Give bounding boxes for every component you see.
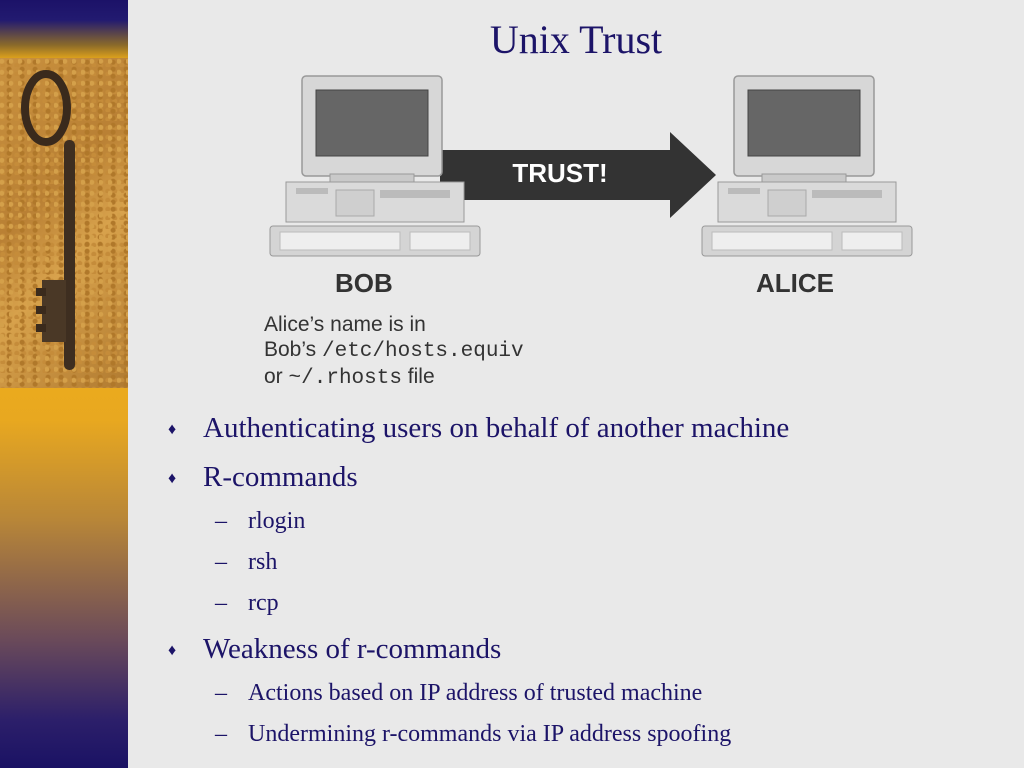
dash-bullet-icon: –: [215, 680, 227, 706]
key-icon: [21, 70, 75, 370]
slide-title: Unix Trust: [489, 17, 663, 62]
bullet-text: Weakness of r-commands: [203, 633, 502, 665]
note-line-3: or ~/.rhosts file: [264, 364, 524, 391]
dash-bullet-icon: –: [215, 508, 227, 534]
rhosts-path: ~/.rhosts: [288, 367, 402, 390]
dash-bullet-icon: –: [215, 590, 227, 616]
sub-bullet-text: rsh: [248, 549, 278, 575]
note-line-3-or: or: [264, 365, 283, 388]
note-line-2-text: Bob’s: [264, 338, 317, 361]
hosts-equiv-path: /etc/hosts.equiv: [322, 340, 524, 363]
bullet-text: R-commands: [203, 461, 358, 493]
sub-bullet-text: rcp: [248, 590, 279, 616]
alice-computer-icon: [701, 75, 913, 257]
diamond-bullet-icon: ♦: [168, 642, 177, 659]
bob-computer-icon: [269, 75, 481, 257]
bob-label: BOB: [335, 268, 393, 298]
arrow-label: TRUST!: [512, 158, 607, 188]
note-line-2: Bob’s /etc/hosts.equiv: [264, 337, 524, 364]
dash-bullet-icon: –: [215, 721, 227, 747]
alice-label: ALICE: [756, 268, 834, 298]
sub-bullet-text: rlogin: [248, 508, 306, 534]
diamond-bullet-icon: ♦: [168, 421, 177, 438]
key-photo: [0, 58, 128, 388]
trust-arrow: TRUST!: [440, 132, 716, 218]
note-line-1: Alice’s name is in: [264, 313, 426, 336]
diamond-bullet-icon: ♦: [168, 470, 177, 487]
note-line-3-file: file: [407, 365, 435, 388]
trust-diagram: TRUST!: [269, 75, 913, 257]
dash-bullet-icon: –: [215, 549, 227, 575]
sub-bullet-text: Undermining r-commands via IP address sp…: [248, 721, 732, 747]
trust-note: Alice’s name is in Bob’s /etc/hosts.equi…: [264, 312, 524, 391]
bullet-text: Authenticating users on behalf of anothe…: [203, 412, 790, 444]
sub-bullet-text: Actions based on IP address of trusted m…: [248, 680, 703, 706]
